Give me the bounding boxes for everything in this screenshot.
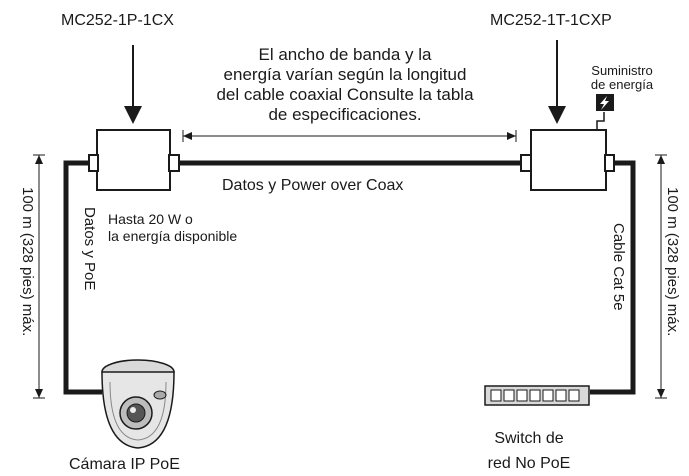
left-distance-dimension [33,154,45,399]
bandwidth-note-line: de especificaciones. [268,105,422,124]
left-cable-label: Datos y PoE [81,207,98,291]
power-budget-note: Hasta 20 W o la energía disponible [108,211,237,245]
arrow-down-icon [548,40,566,124]
right-distance-dimension [655,154,667,399]
right-cable-label: Cable Cat 5e [610,223,627,311]
power-supply-label: Suministro de energía [582,64,662,92]
right-cat5e-cable [590,160,636,395]
arrow-down-icon [124,45,142,124]
network-switch-icon [484,385,590,406]
coax-link-label: Datos y Power over Coax [222,177,404,194]
power-budget-line-1: Hasta 20 W o [108,211,193,227]
ip-camera-icon [101,359,175,449]
right-device-model: MC252-1T-1CXP [490,12,612,29]
camera-label: Cámara IP PoE [69,456,180,473]
cable-length-dimension [182,130,517,142]
bandwidth-note-line: del cable coaxial Consulte la tabla [216,85,474,104]
switch-label-line-2: red No PoE [487,455,571,472]
switch-label: Switch de red No PoE [469,430,589,473]
power-supply-line-1: Suministro [591,63,653,78]
power-supply-line-2: de energía [590,77,654,92]
bandwidth-note-line: energía varían según la longitud [223,65,467,84]
bandwidth-note-line: El ancho de banda y la [258,45,432,64]
left-device-model: MC252-1P-1CX [61,12,174,29]
left-data-poe-cable [63,160,102,395]
left-distance-label: 100 m (328 pies) máx. [19,187,36,337]
power-budget-line-2: la energía disponible [108,228,238,244]
power-supply-line [596,112,605,131]
converter-left [88,129,180,191]
right-distance-label: 100 m (328 pies) máx. [664,187,681,337]
lightning-icon [596,94,614,111]
switch-label-line-1: Switch de [494,430,564,447]
bandwidth-note: El ancho de banda y la energía varían se… [200,45,490,125]
converter-right [520,129,615,191]
